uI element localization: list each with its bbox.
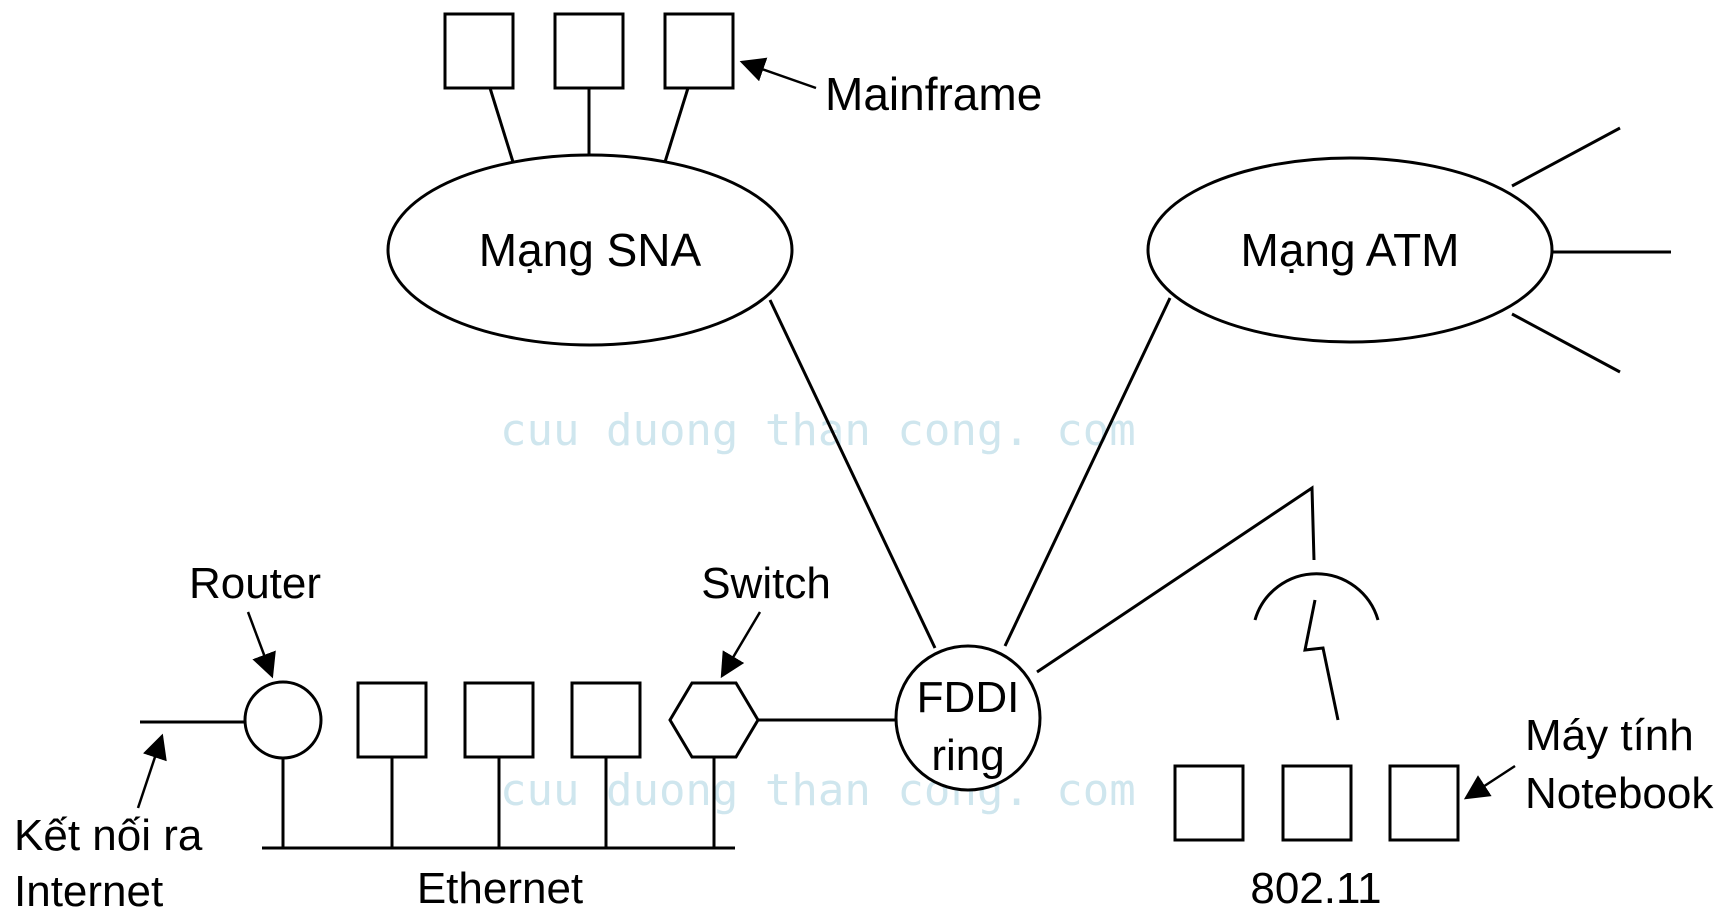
fddi-label-line2: ring [931,731,1004,780]
atm-fddi-link [1003,297,1172,647]
switch-icon [668,681,760,759]
sna-network-label: Mạng SNA [479,224,702,276]
notebook-box-2 [1281,764,1353,842]
ethernet-label: Ethernet [417,864,583,913]
mainframe-arrow [739,57,817,90]
internet-label-line2: Internet [14,867,163,914]
mainframe-box-1 [443,12,515,90]
mainframe-link-3 [663,87,690,163]
notebook-box-3 [1388,764,1460,842]
switch-label: Switch [701,559,831,608]
watermark-bottom: cuu duong than cong. com [500,765,1136,816]
atm-network-ellipse [1146,156,1554,344]
notebook-arrow [1463,764,1516,800]
atm-out-link-3 [1511,312,1621,374]
ethernet-host-1 [356,681,428,759]
ethernet-host-2 [463,681,535,759]
notebook-label-line2: Notebook [1525,769,1714,818]
fddi-ring [894,644,1042,792]
fddi-label-line1: FDDI [917,673,1020,722]
wifi-standard-label: 802.11 [1250,864,1381,913]
atm-out-link-1 [1511,126,1621,188]
watermark-top: cuu duong than cong. com [500,405,1136,456]
mainframe-label: Mainframe [825,68,1042,120]
internet-arrow [136,733,167,809]
notebook-box-1 [1173,764,1245,842]
fddi-wireless-link [1036,485,1316,674]
sna-network-ellipse [386,153,794,347]
notebook-label-line1: Máy tính [1525,711,1694,760]
router-label: Router [189,559,321,608]
sna-fddi-link [768,299,937,649]
mainframe-box-2 [553,12,625,90]
mainframe-link-1 [488,87,515,163]
ethernet-host-3 [570,681,642,759]
router-arrow [246,611,276,679]
router-icon [243,680,323,760]
antenna-arc [1253,572,1380,621]
internet-label-line1: Kết nối ra [14,811,203,860]
switch-arrow [720,611,762,679]
atm-network-label: Mạng ATM [1241,224,1460,276]
mainframe-box-3 [663,12,735,90]
wireless-signal-icon [1303,599,1340,721]
